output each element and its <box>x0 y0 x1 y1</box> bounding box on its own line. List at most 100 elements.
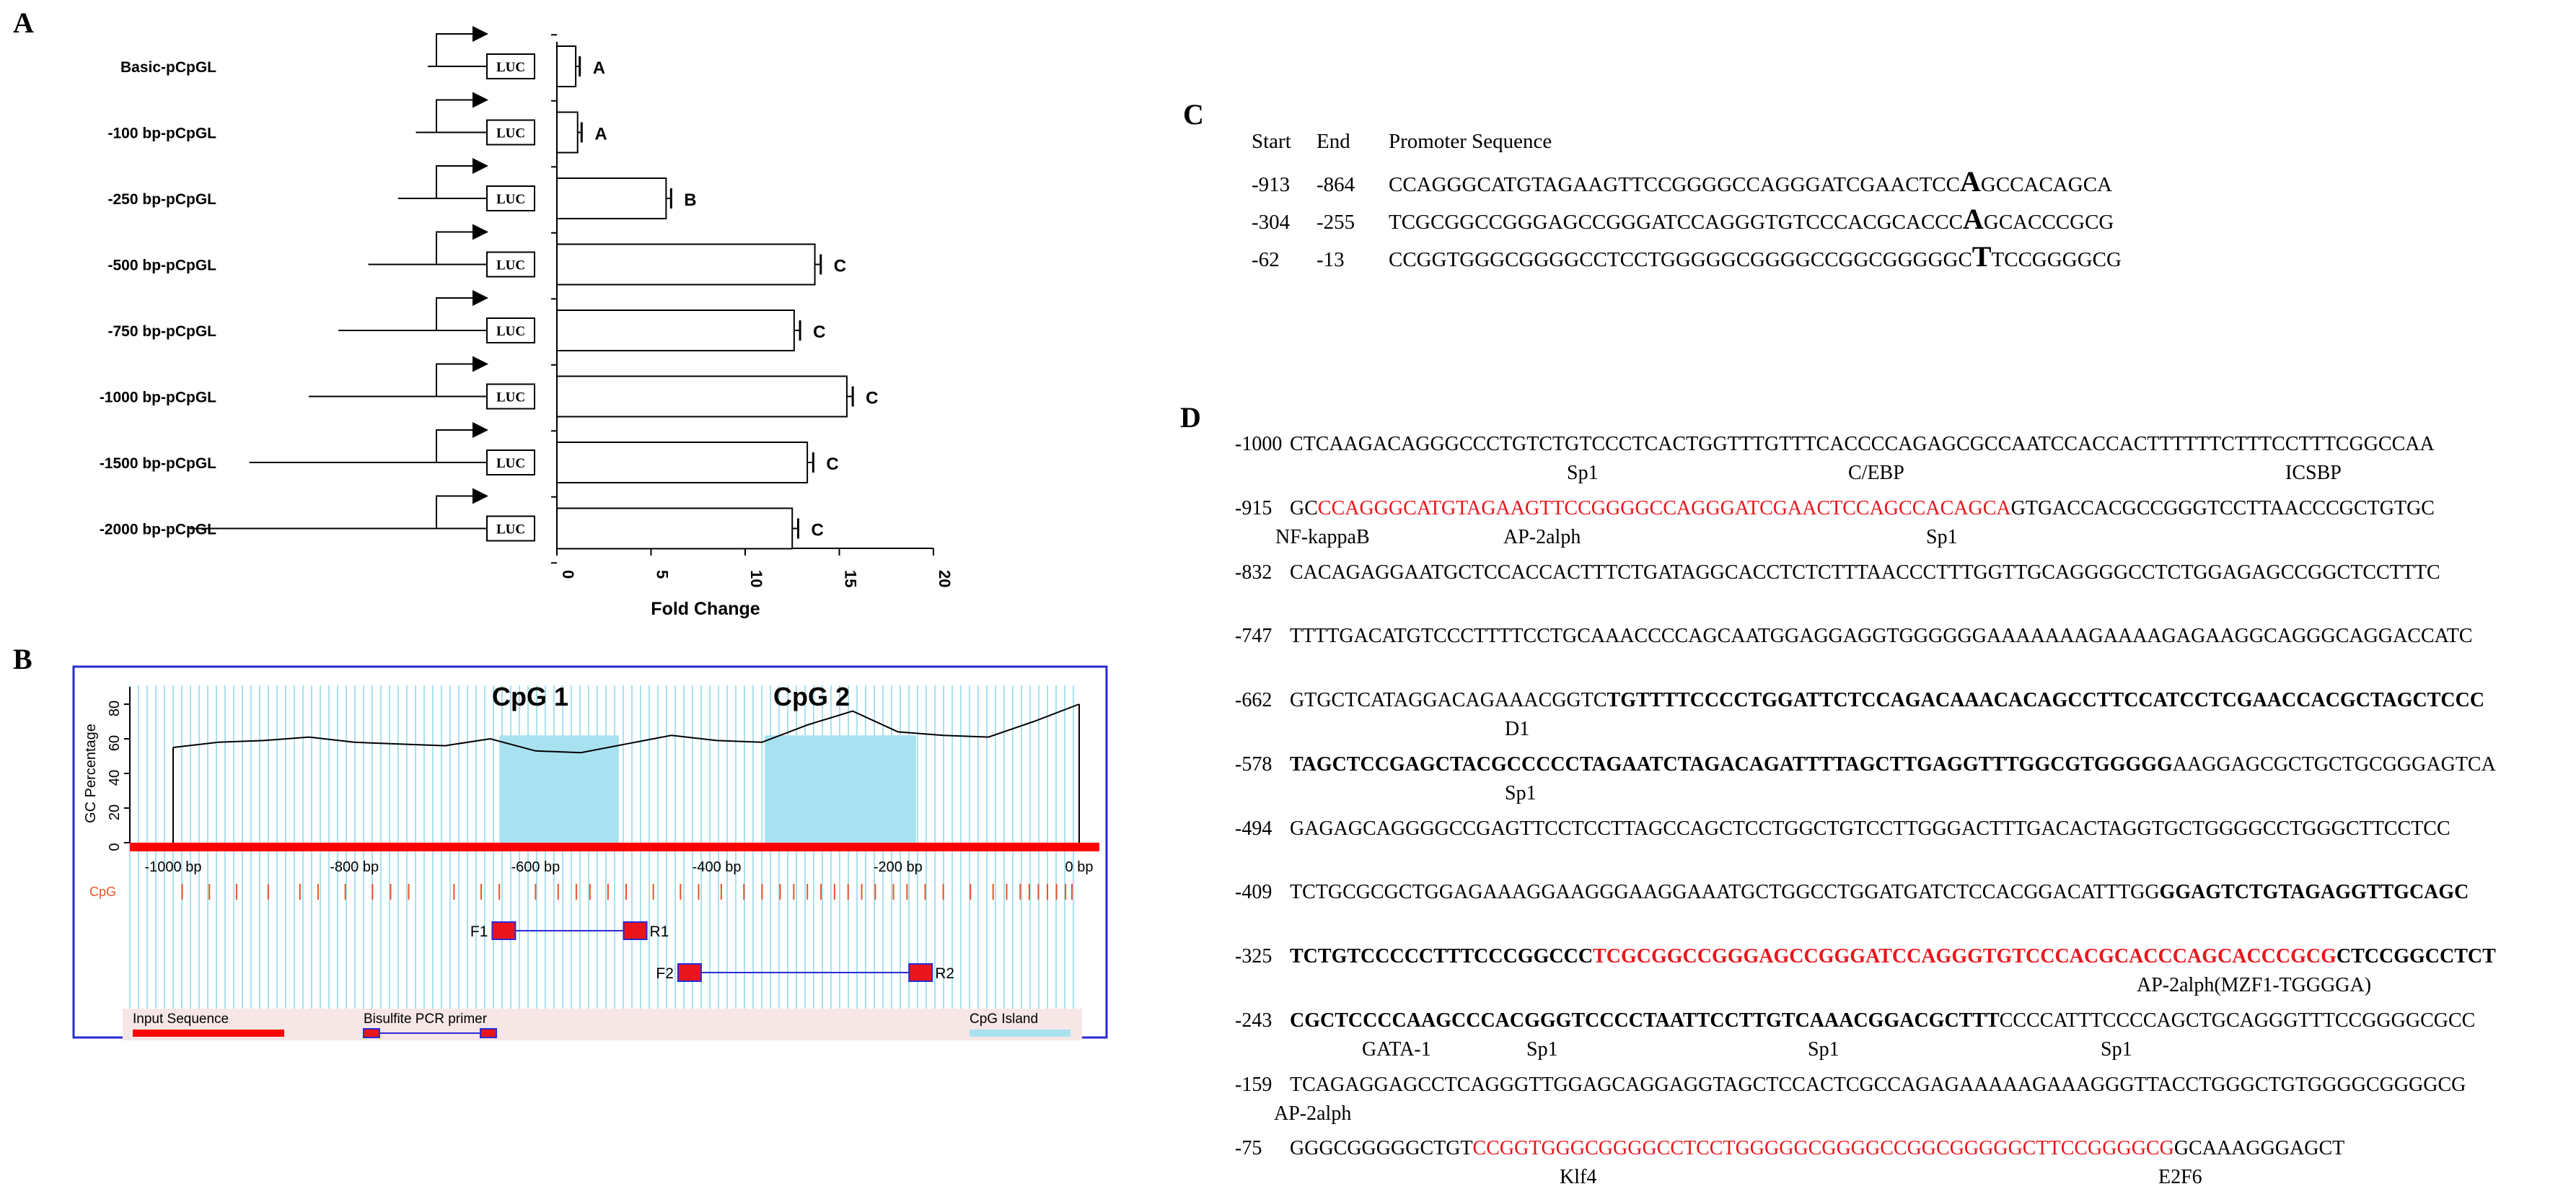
legend-primer-label: Bisulfite PCR primer <box>364 1012 488 1027</box>
construct-label: -1000 bp-pCpGL <box>100 390 216 406</box>
tfbs-annotation: Sp1 <box>1526 1037 1558 1061</box>
sequence-segment: TCGCGGCCGGGAGCCGGGATCCAGGGTGTCCCACGCACCC… <box>1593 945 2337 968</box>
row-end: -255 <box>1316 211 1355 234</box>
legend-primer-box-left <box>363 1028 380 1038</box>
construct-label: Basic-pCpGL <box>120 59 216 76</box>
significance-label: C <box>813 323 825 342</box>
tss-arrowhead <box>472 422 488 438</box>
sequence-segment: GGGCGGGGGCTGT <box>1290 1137 1473 1160</box>
sequence-mark: A <box>1963 203 1984 235</box>
sequence-segment: GGAGTCTGTAGAGGTTGCAGC <box>2159 881 2469 904</box>
significance-label: B <box>684 190 696 210</box>
construct-label: -100 bp-pCpGL <box>108 126 217 142</box>
tss-arrow <box>436 33 472 66</box>
bar <box>556 111 579 154</box>
cpg-track-label: CpG <box>89 885 116 899</box>
tss-arrowhead <box>472 26 488 42</box>
tfbs-annotation: Sp1 <box>1926 525 1958 548</box>
sequence-post: GCACCCGCG <box>1983 211 2114 234</box>
bar <box>556 375 848 418</box>
sequence-post: GCCACAGCA <box>1980 173 2112 196</box>
panel-a-letter: A <box>13 6 34 39</box>
sequence-pre: TCGCGGCCGGGAGCCGGGATCCAGGGTGTCCCACGCACCC <box>1389 211 1963 234</box>
sequence-mark: A <box>1960 165 1981 198</box>
tfbs-annotation: AP-2alph <box>1503 525 1581 548</box>
tss-arrowhead <box>472 92 488 108</box>
bar <box>556 442 809 483</box>
legend-island-swatch <box>970 1030 1071 1037</box>
legend-island-label: CpG Island <box>970 1012 1038 1027</box>
bar <box>556 310 795 351</box>
sequence-segment: CACAGAGGAATGCTCCACCACTTTCTGATAGGCACCTCTC… <box>1290 561 2440 584</box>
tss-arrow <box>436 231 472 265</box>
sequence-segment: CCGGTGGGCGGGGCCTCCTGGGGGCGGGGCCGGCGGGGGC… <box>1472 1137 2174 1160</box>
legend-input-swatch <box>133 1030 284 1037</box>
primer-forward-label: F2 <box>656 965 674 982</box>
primer-reverse-label: R1 <box>650 923 669 940</box>
row-end: -864 <box>1316 173 1355 196</box>
x-tick-label: 15 <box>842 570 860 587</box>
tss-arrowhead <box>472 158 488 174</box>
panel-b-letter: B <box>13 643 32 675</box>
sequence-segment: GAGAGCAGGGGCCGAGTTCCTCCTTAGCCAGCTCCTGGCT… <box>1290 817 2450 840</box>
significance-label: C <box>826 455 838 474</box>
y-tick-label: 0 <box>107 843 123 851</box>
sequence-post: TCCGGGGCG <box>1991 248 2122 271</box>
significance-label: C <box>866 389 878 408</box>
sequence-segment: TTTTGACATGTCCCTTTTCCTGCAAACCCCAGCAATGGAG… <box>1290 625 2473 648</box>
primer-reverse-box <box>623 921 648 940</box>
luc-box <box>486 185 535 211</box>
tfbs-annotation: Sp1 <box>1505 781 1537 804</box>
tfbs-annotation: NF-kappaB <box>1275 525 1370 548</box>
tfbs-annotation: AP-2alph(MZF1-TGGGGA) <box>2137 974 2372 997</box>
cpg-island-label: CpG 1 <box>492 682 568 711</box>
x-tick-label: -1000 bp <box>145 859 202 875</box>
tfbs-annotation: GATA-1 <box>1362 1037 1431 1061</box>
tss-arrow <box>436 429 472 462</box>
tss-arrow <box>436 165 472 198</box>
significance-label: A <box>593 58 605 78</box>
tfbs-annotation: ICSBP <box>2285 462 2342 484</box>
tss-arrow <box>436 99 472 133</box>
luc-label: LUC <box>496 126 525 141</box>
tss-arrowhead <box>472 224 488 240</box>
legend-input-label: Input Sequence <box>133 1012 229 1027</box>
tfbs-annotation: E2F6 <box>2158 1166 2202 1189</box>
construct-label: -500 bp-pCpGL <box>108 258 217 274</box>
x-tick-label: 10 <box>747 570 765 587</box>
row-start: -913 <box>1252 173 1291 196</box>
luc-box <box>486 383 535 410</box>
luc-label: LUC <box>496 258 525 273</box>
sequence-segment: AAGGAGCGCTGCTGCGGGAGTCA <box>2172 753 2496 776</box>
cpg-island-label: CpG 2 <box>773 682 850 711</box>
luc-box <box>486 515 535 542</box>
construct-label: -750 bp-pCpGL <box>108 323 217 340</box>
tfbs-annotation: Sp1 <box>1808 1037 1839 1061</box>
sequence-segment: CTCAAGACAGGGCCCTGTCTGTCCCTCACTGGTTTGTTTC… <box>1290 433 2435 455</box>
tfbs-annotation: Klf4 <box>1560 1166 1597 1189</box>
x-tick-label: -800 bp <box>330 859 379 875</box>
sequence-segment: GTGCTCATAGGACAGAAACGGTC <box>1290 689 1607 712</box>
sequence-segment: TCAGAGGAGCCTCAGGGTTGGAGCAGGAGGTAGCTCCACT… <box>1290 1073 2466 1096</box>
x-tick-label: -400 bp <box>693 859 742 875</box>
construct-label: -1500 bp-pCpGL <box>100 455 216 472</box>
significance-label: C <box>811 521 823 540</box>
sequence-segment: CCAGGGCATGTAGAAGTTCCGGGGCCAGGGATCGAACTCC… <box>1317 496 2011 519</box>
y-tick-label: 60 <box>107 735 123 751</box>
sequence-position: -1000 <box>1235 433 1283 455</box>
sequence-segment: CTCCGGCCTCT <box>2336 945 2496 968</box>
x-tick-label: 0 <box>559 570 577 579</box>
x-tick-label: -200 bp <box>874 859 923 875</box>
sequence-segment: TCTGCGCGCTGGAGAAAGGAAGGGAAGGAAATGCTGGCCT… <box>1290 881 2160 904</box>
y-tick-label: 80 <box>107 701 123 716</box>
